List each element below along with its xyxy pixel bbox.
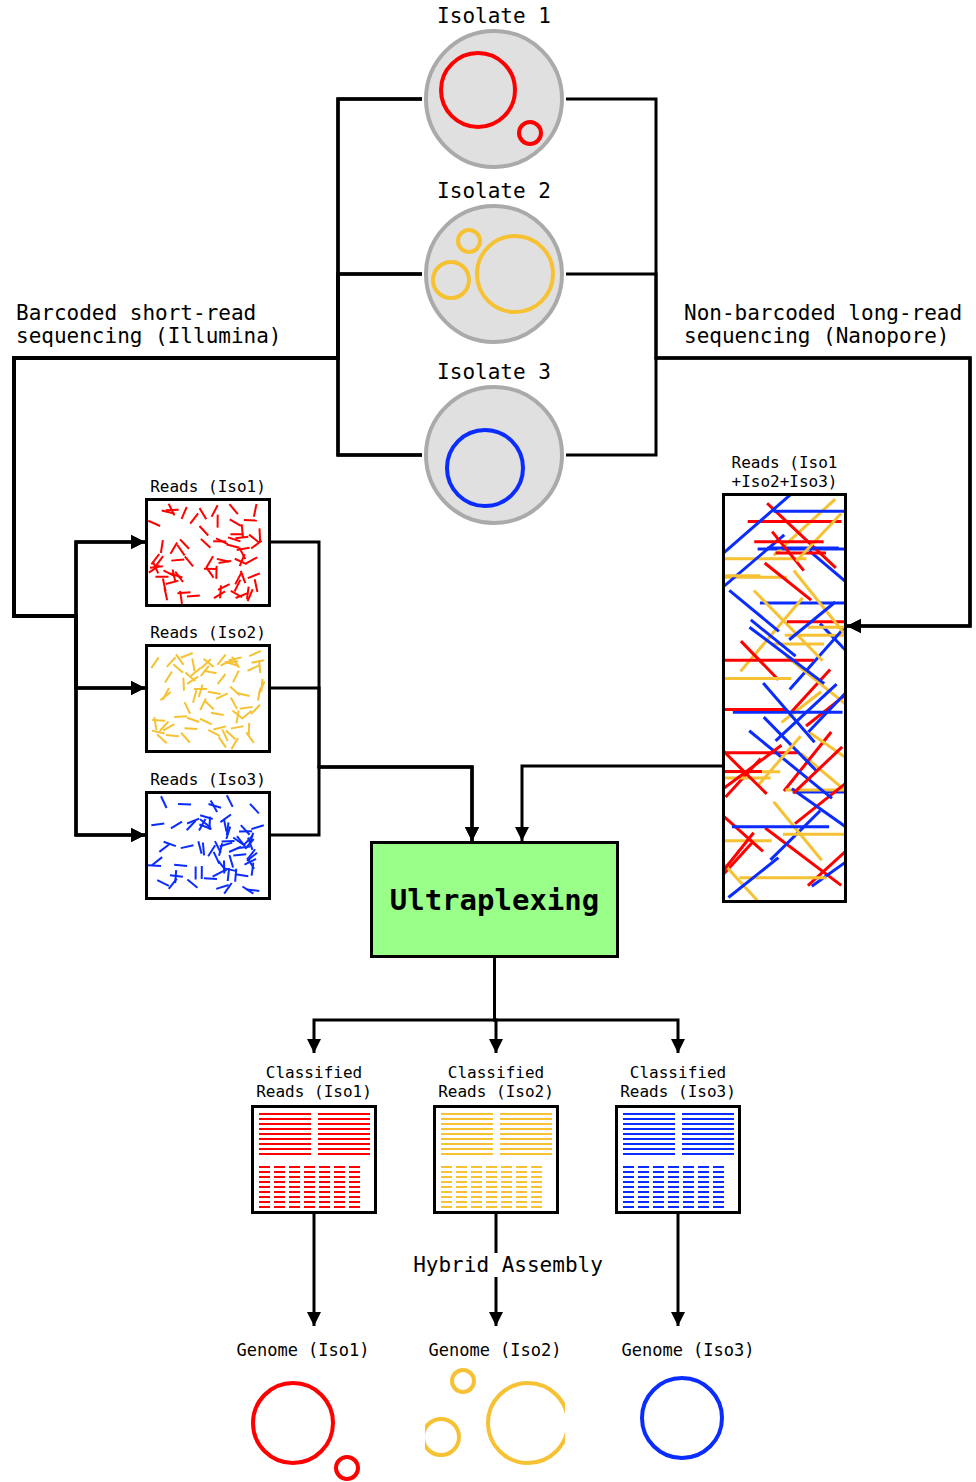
flow-arrow [522, 766, 722, 841]
combined-box [722, 493, 847, 903]
classified-node: Classified Reads (Iso1) [251, 1053, 377, 1214]
flow-arrow [677, 1214, 680, 1326]
genome-rings [618, 1360, 758, 1482]
process-label: Barcoded short-read sequencing (Illumina… [16, 302, 302, 348]
process-label: Non-barcoded long-read sequencing (Nanop… [684, 302, 970, 348]
node-heading: Isolate 3 [422, 361, 566, 383]
flow-arrow [14, 358, 422, 835]
read-strokes [148, 501, 268, 604]
reads-node: Reads (Iso2) [145, 623, 271, 753]
flow-arrow [271, 542, 472, 841]
flow-arrow [566, 99, 970, 626]
isolate-cell [422, 27, 566, 171]
isolate-node: Isolate 2 [422, 180, 566, 346]
flow-arrow [313, 1214, 316, 1326]
flow-arrow [14, 99, 422, 688]
genome-node: Genome (Iso3) [618, 1326, 758, 1482]
classified-node: Classified Reads (Iso2) [433, 1053, 559, 1214]
read-strokes [254, 1108, 374, 1211]
read-strokes [436, 1108, 556, 1211]
node-heading: Isolate 2 [422, 180, 566, 202]
classified-node: Classified Reads (Iso3) [615, 1053, 741, 1214]
edge-label: Hybrid Assembly [410, 1253, 606, 1277]
node-heading: Reads (Iso1) [145, 477, 271, 496]
reads-box [145, 644, 271, 753]
flow-arrow [495, 958, 679, 1053]
read-strokes [148, 794, 268, 897]
node-heading: Reads (Iso2) [145, 623, 271, 642]
node-heading: Classified Reads (Iso3) [615, 1063, 741, 1101]
genome-rings [233, 1360, 373, 1482]
node-heading: Classified Reads (Iso1) [251, 1063, 377, 1101]
isolate-node: Isolate 1 [422, 5, 566, 171]
genome-node: Genome (Iso2) [425, 1326, 565, 1482]
node-heading: Reads (Iso1 +Iso2+Iso3) [722, 453, 847, 491]
node-heading: Genome (Iso2) [425, 1340, 565, 1360]
classified-box [251, 1105, 377, 1214]
reads-box [145, 791, 271, 900]
read-strokes [148, 647, 268, 750]
node-heading: Classified Reads (Iso2) [433, 1063, 559, 1101]
read-strokes [618, 1108, 738, 1211]
classified-box [615, 1105, 741, 1214]
reads-box [145, 498, 271, 607]
reads-node: Reads (Iso3) [145, 770, 271, 900]
node-heading: Genome (Iso3) [618, 1340, 758, 1360]
isolate-cell [422, 383, 566, 527]
genome-node: Genome (Iso1) [233, 1326, 373, 1482]
process-title: Ultraplexing [373, 883, 616, 917]
isolate-node: Isolate 3 [422, 361, 566, 527]
isolate-cell [422, 202, 566, 346]
flow-arrow [314, 958, 495, 1053]
node-heading: Genome (Iso1) [233, 1340, 373, 1360]
flow-arrow [14, 274, 422, 616]
flow-arrow [14, 358, 422, 616]
read-strokes [725, 496, 844, 900]
reads-node: Reads (Iso1) [145, 477, 271, 607]
node-heading: Isolate 1 [422, 5, 566, 27]
ultra-node: Ultraplexing [370, 841, 619, 958]
node-heading: Reads (Iso3) [145, 770, 271, 789]
flow-arrow [14, 99, 422, 835]
flow-arrow [271, 688, 472, 841]
flow-arrow [271, 767, 472, 841]
genome-rings [425, 1360, 565, 1482]
flow-arrow [14, 274, 422, 835]
classified-box [433, 1105, 559, 1214]
combined-node: Reads (Iso1 +Iso2+Iso3) [722, 453, 847, 903]
